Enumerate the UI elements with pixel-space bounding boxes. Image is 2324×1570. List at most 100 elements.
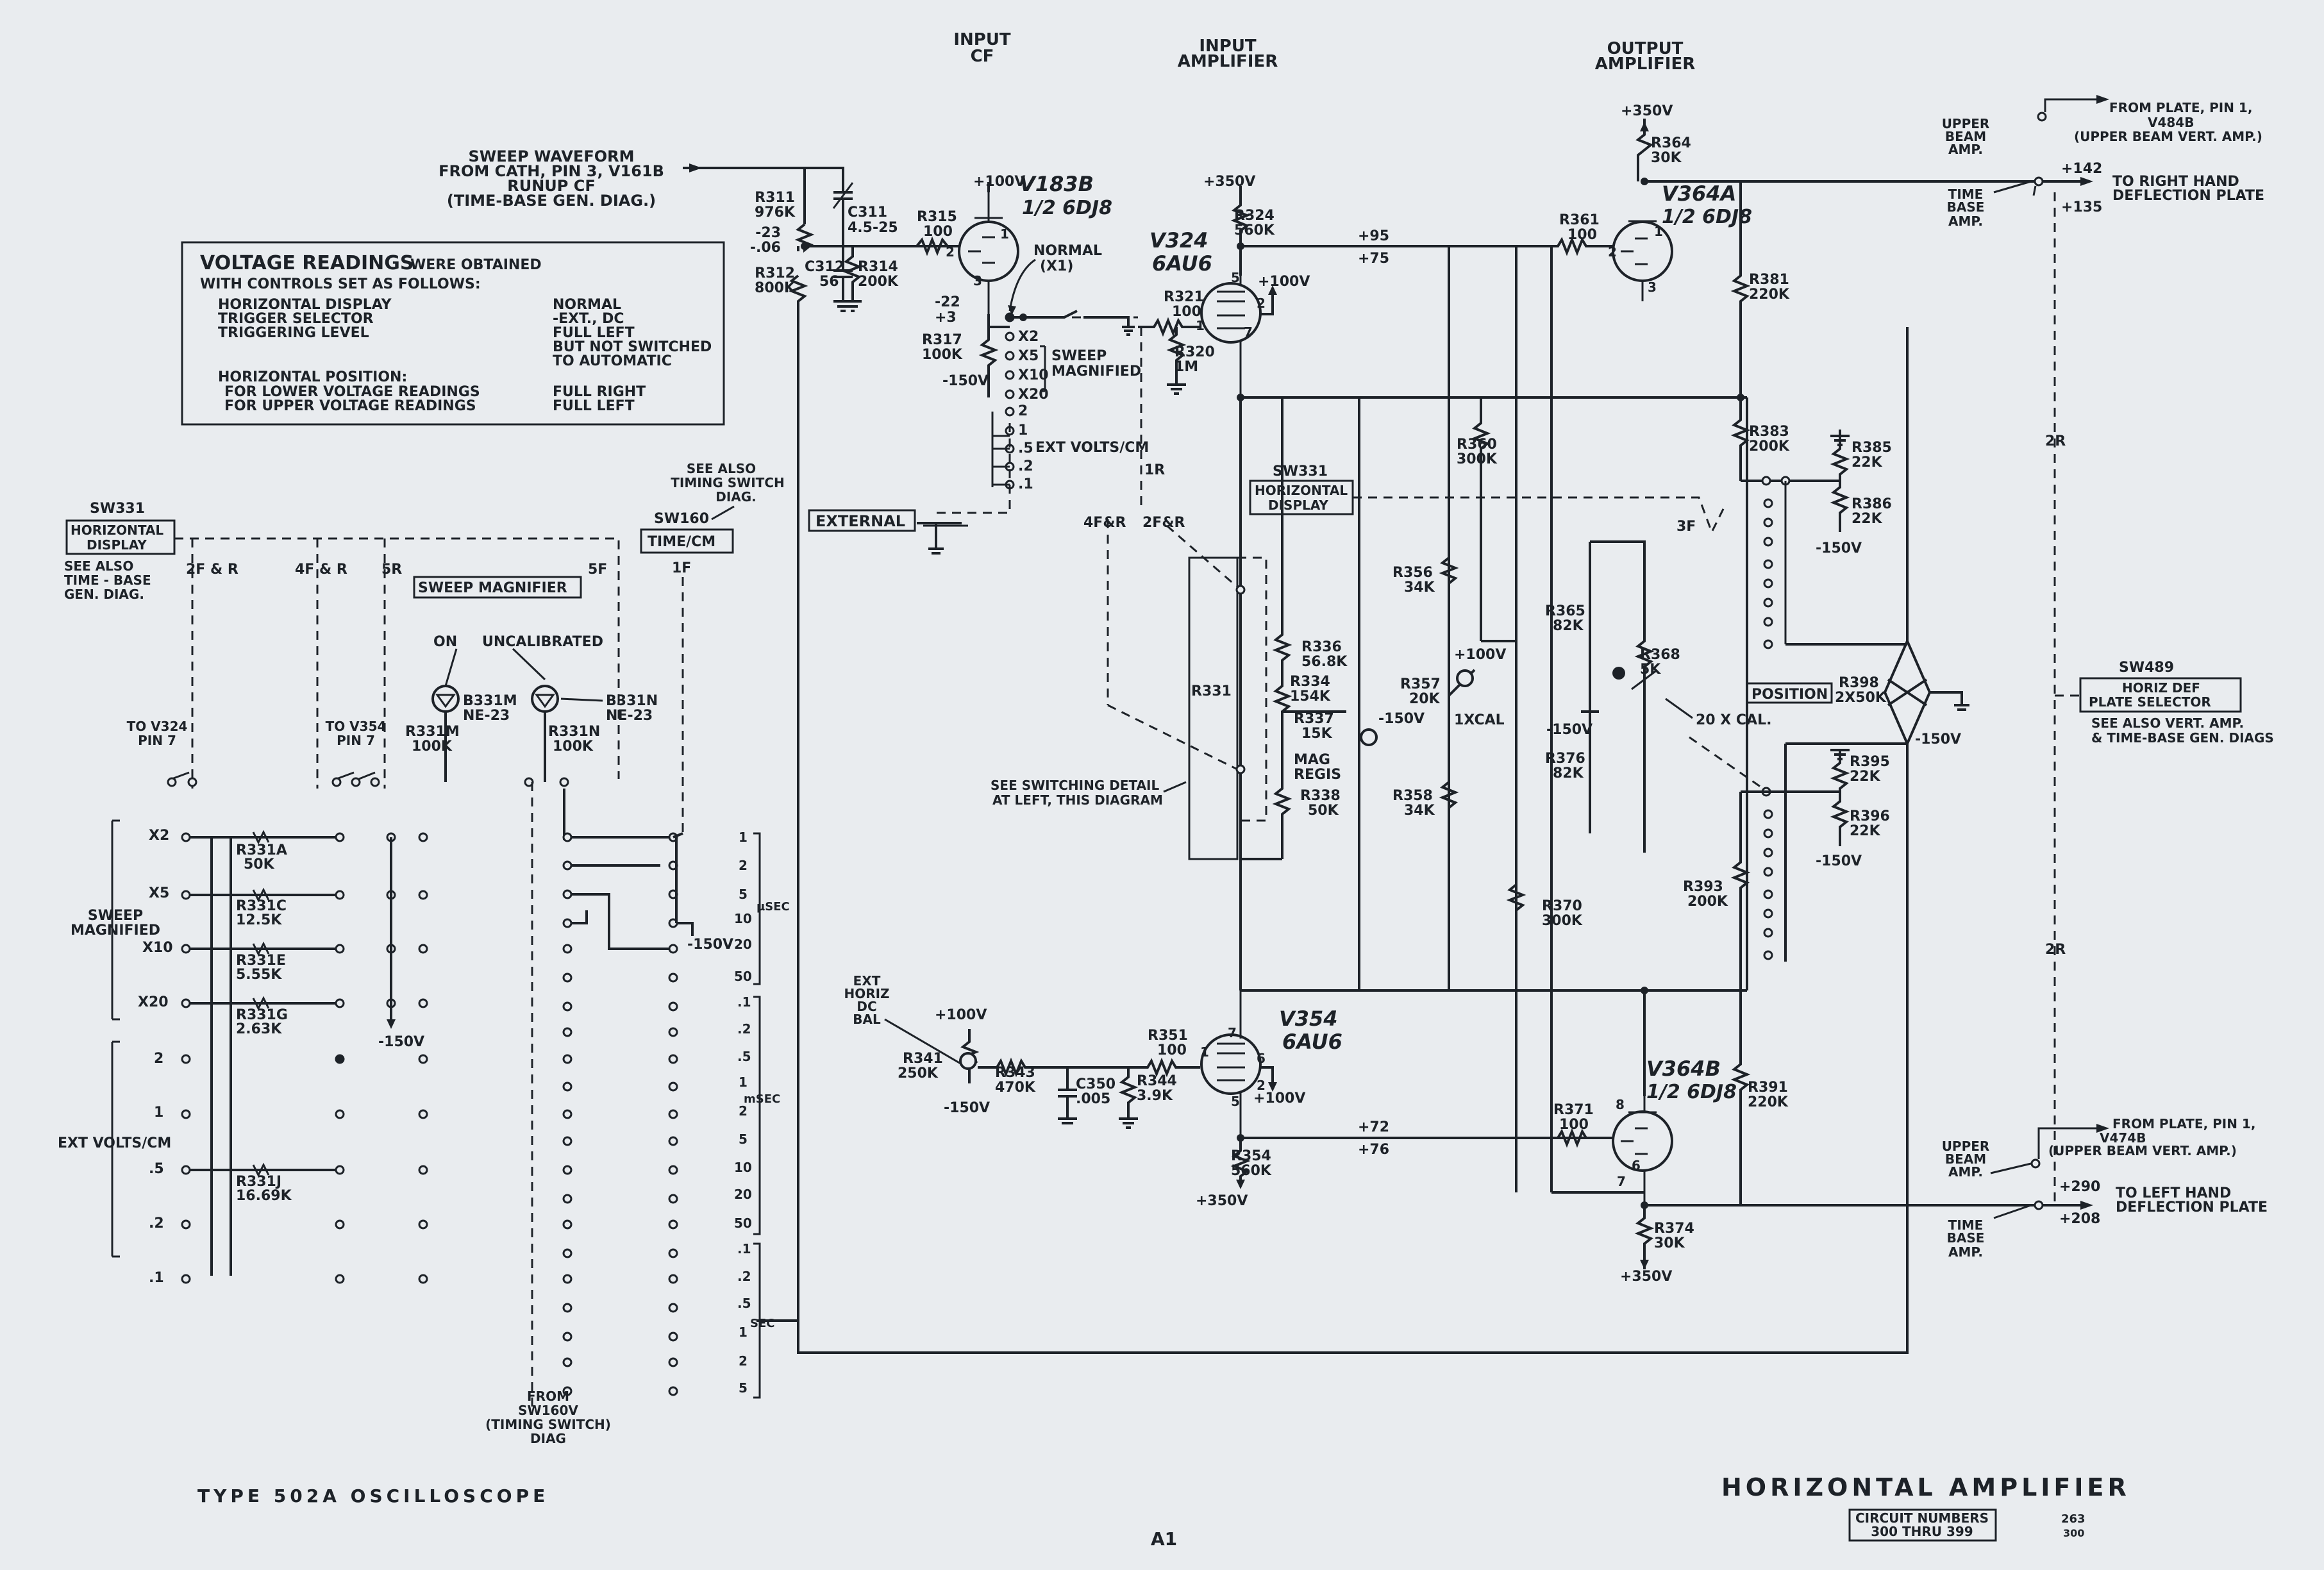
svg-text:R331J: R331J [236, 1174, 281, 1190]
svg-text:2: 2 [1018, 403, 1028, 419]
voltage-readings-box [181, 241, 725, 426]
svg-text:50: 50 [734, 969, 752, 984]
footer-model: TYPE 502A OSCILLOSCOPE [197, 1485, 549, 1507]
svg-text:220K: 220K [1749, 287, 1790, 303]
svg-text:3F: 3F [1676, 519, 1696, 535]
svg-text:FROM PLATE, PIN 1,: FROM PLATE, PIN 1, [2112, 1116, 2255, 1132]
svg-text:16.69K: 16.69K [236, 1188, 292, 1204]
svg-text:TO V324: TO V324 [127, 719, 188, 734]
svg-text:TRIGGERING LEVEL: TRIGGERING LEVEL [218, 325, 369, 341]
svg-text:82K: 82K [1553, 618, 1584, 634]
svg-text:300: 300 [2063, 1527, 2084, 1539]
circuit-numbers-box [1848, 1508, 1997, 1542]
svg-text:HORIZONTAL: HORIZONTAL [1255, 483, 1348, 498]
ladder-contacts [181, 832, 428, 1284]
svg-text:5: 5 [1231, 1094, 1240, 1109]
svg-text:-150V: -150V [1546, 722, 1593, 738]
svg-text:AMP.: AMP. [1948, 1244, 1983, 1260]
svg-text:EXT VOLTS/CM: EXT VOLTS/CM [1035, 440, 1149, 456]
svg-text:R361: R361 [1559, 212, 1600, 228]
svg-text:2R: 2R [2045, 942, 2066, 958]
svg-text:(UPPER BEAM VERT. AMP.): (UPPER BEAM VERT. AMP.) [2074, 129, 2262, 144]
header-output-amp-2: AMPLIFIER [1595, 54, 1696, 74]
page-number: A1 [1151, 1528, 1177, 1549]
loop-wires [757, 314, 1909, 1354]
svg-text:BASE: BASE [1947, 1230, 1985, 1246]
timing-switch: -150V 1 2 5 10 20 50 .1 .2 .5 1 2 5 10 2… [485, 782, 790, 1446]
svg-text:+75: +75 [1358, 251, 1389, 267]
svg-text:SW331: SW331 [90, 501, 145, 517]
svg-text:R331N: R331N [548, 724, 600, 740]
svg-text:3: 3 [973, 273, 982, 288]
svg-text:2: 2 [946, 244, 955, 260]
svg-text:UNCALIBRATED: UNCALIBRATED [482, 634, 603, 650]
svg-text:SW160V: SW160V [518, 1403, 578, 1418]
sweep-input-label: SWEEP WAVEFORM FROM CATH, PIN 3, V161B R… [439, 147, 664, 210]
svg-text:-22: -22 [935, 294, 960, 310]
svg-text:100: 100 [1172, 304, 1201, 320]
svg-text:.1: .1 [737, 994, 751, 1010]
svg-text:22K: 22K [1852, 455, 1883, 471]
svg-text:.5: .5 [149, 1161, 164, 1177]
svg-text:HORIZONTAL: HORIZONTAL [71, 522, 163, 538]
svg-text:FULL RIGHT: FULL RIGHT [553, 384, 646, 400]
svg-text:NE-23: NE-23 [463, 708, 510, 724]
svg-text:R371: R371 [1553, 1102, 1594, 1118]
svg-text:30K: 30K [1651, 150, 1682, 166]
svg-text:+350V: +350V [1203, 174, 1255, 190]
svg-text:-23: -23 [755, 225, 781, 241]
svg-text:R331E: R331E [236, 953, 286, 969]
svg-text:(TIMING SWITCH): (TIMING SWITCH) [485, 1417, 611, 1432]
svg-text:R344: R344 [1137, 1073, 1177, 1089]
tube-v354 [1200, 1033, 1262, 1095]
svg-text:TO RIGHT HAND: TO RIGHT HAND [2112, 174, 2239, 190]
svg-text:100K: 100K [553, 739, 594, 755]
svg-text:HORIZ DEF: HORIZ DEF [2122, 680, 2200, 696]
svg-text:5: 5 [739, 887, 748, 902]
sw489-box [2079, 677, 2242, 713]
svg-text:R331M: R331M [405, 724, 460, 740]
svg-text:2R: 2R [2045, 433, 2066, 449]
section-headers: INPUT CF INPUT AMPLIFIER OUTPUT AMPLIFIE… [953, 30, 1695, 74]
svg-text:R337: R337 [1294, 711, 1334, 727]
svg-text:2F & R: 2F & R [186, 562, 238, 578]
voltage-box-title-rest: WERE OBTAINED [410, 257, 542, 273]
svg-text:20: 20 [734, 1187, 752, 1202]
svg-text:+100V: +100V [973, 174, 1025, 190]
svg-text:R351: R351 [1148, 1028, 1188, 1044]
header-output-amp-1: OUTPUT [1607, 39, 1684, 58]
svg-text:.5: .5 [737, 1049, 751, 1064]
svg-text:SWEEP WAVEFORM: SWEEP WAVEFORM [469, 147, 635, 165]
timing-values: 1 2 5 10 20 50 .1 .2 .5 1 2 5 10 20 50 .… [734, 830, 752, 1396]
svg-text:R315: R315 [917, 209, 957, 225]
svg-text:154K: 154K [1290, 689, 1331, 705]
svg-text:800K: 800K [755, 280, 796, 296]
svg-text:R331A: R331A [236, 842, 287, 858]
svg-text:R334: R334 [1290, 674, 1330, 690]
svg-text:7: 7 [1244, 324, 1253, 340]
svg-text:EXT VOLTS/CM: EXT VOLTS/CM [58, 1135, 171, 1151]
svg-text:5F: 5F [588, 562, 607, 578]
svg-text:DISPLAY: DISPLAY [87, 537, 147, 553]
timing-contacts [562, 832, 678, 1396]
svg-text:V474B: V474B [2100, 1130, 2146, 1146]
svg-text:.2: .2 [1018, 458, 1033, 474]
svg-text:X10: X10 [1018, 367, 1049, 383]
svg-text:1/2 6DJ8: 1/2 6DJ8 [1022, 197, 1112, 219]
svg-text:R364: R364 [1651, 135, 1691, 151]
svg-text:HORIZONTAL POSITION:: HORIZONTAL POSITION: [218, 369, 407, 385]
svg-text:1: 1 [1018, 422, 1028, 438]
svg-text:470K: 470K [995, 1080, 1036, 1096]
svg-text:FROM PLATE, PIN 1,: FROM PLATE, PIN 1, [2109, 100, 2252, 115]
svg-text:DISPLAY: DISPLAY [1268, 497, 1328, 513]
svg-text:EXTERNAL: EXTERNAL [815, 512, 905, 530]
svg-text:TRIGGER SELECTOR: TRIGGER SELECTOR [218, 311, 374, 327]
svg-text:3: 3 [1648, 280, 1657, 295]
svg-text:22K: 22K [1852, 511, 1883, 527]
header-input-cf-2: CF [971, 47, 994, 66]
svg-text:+142: +142 [2061, 161, 2102, 177]
svg-text:-150V: -150V [1816, 540, 1862, 556]
svg-text:R331G: R331G [236, 1007, 288, 1023]
svg-text:MAGNIFIED: MAGNIFIED [1051, 363, 1141, 380]
